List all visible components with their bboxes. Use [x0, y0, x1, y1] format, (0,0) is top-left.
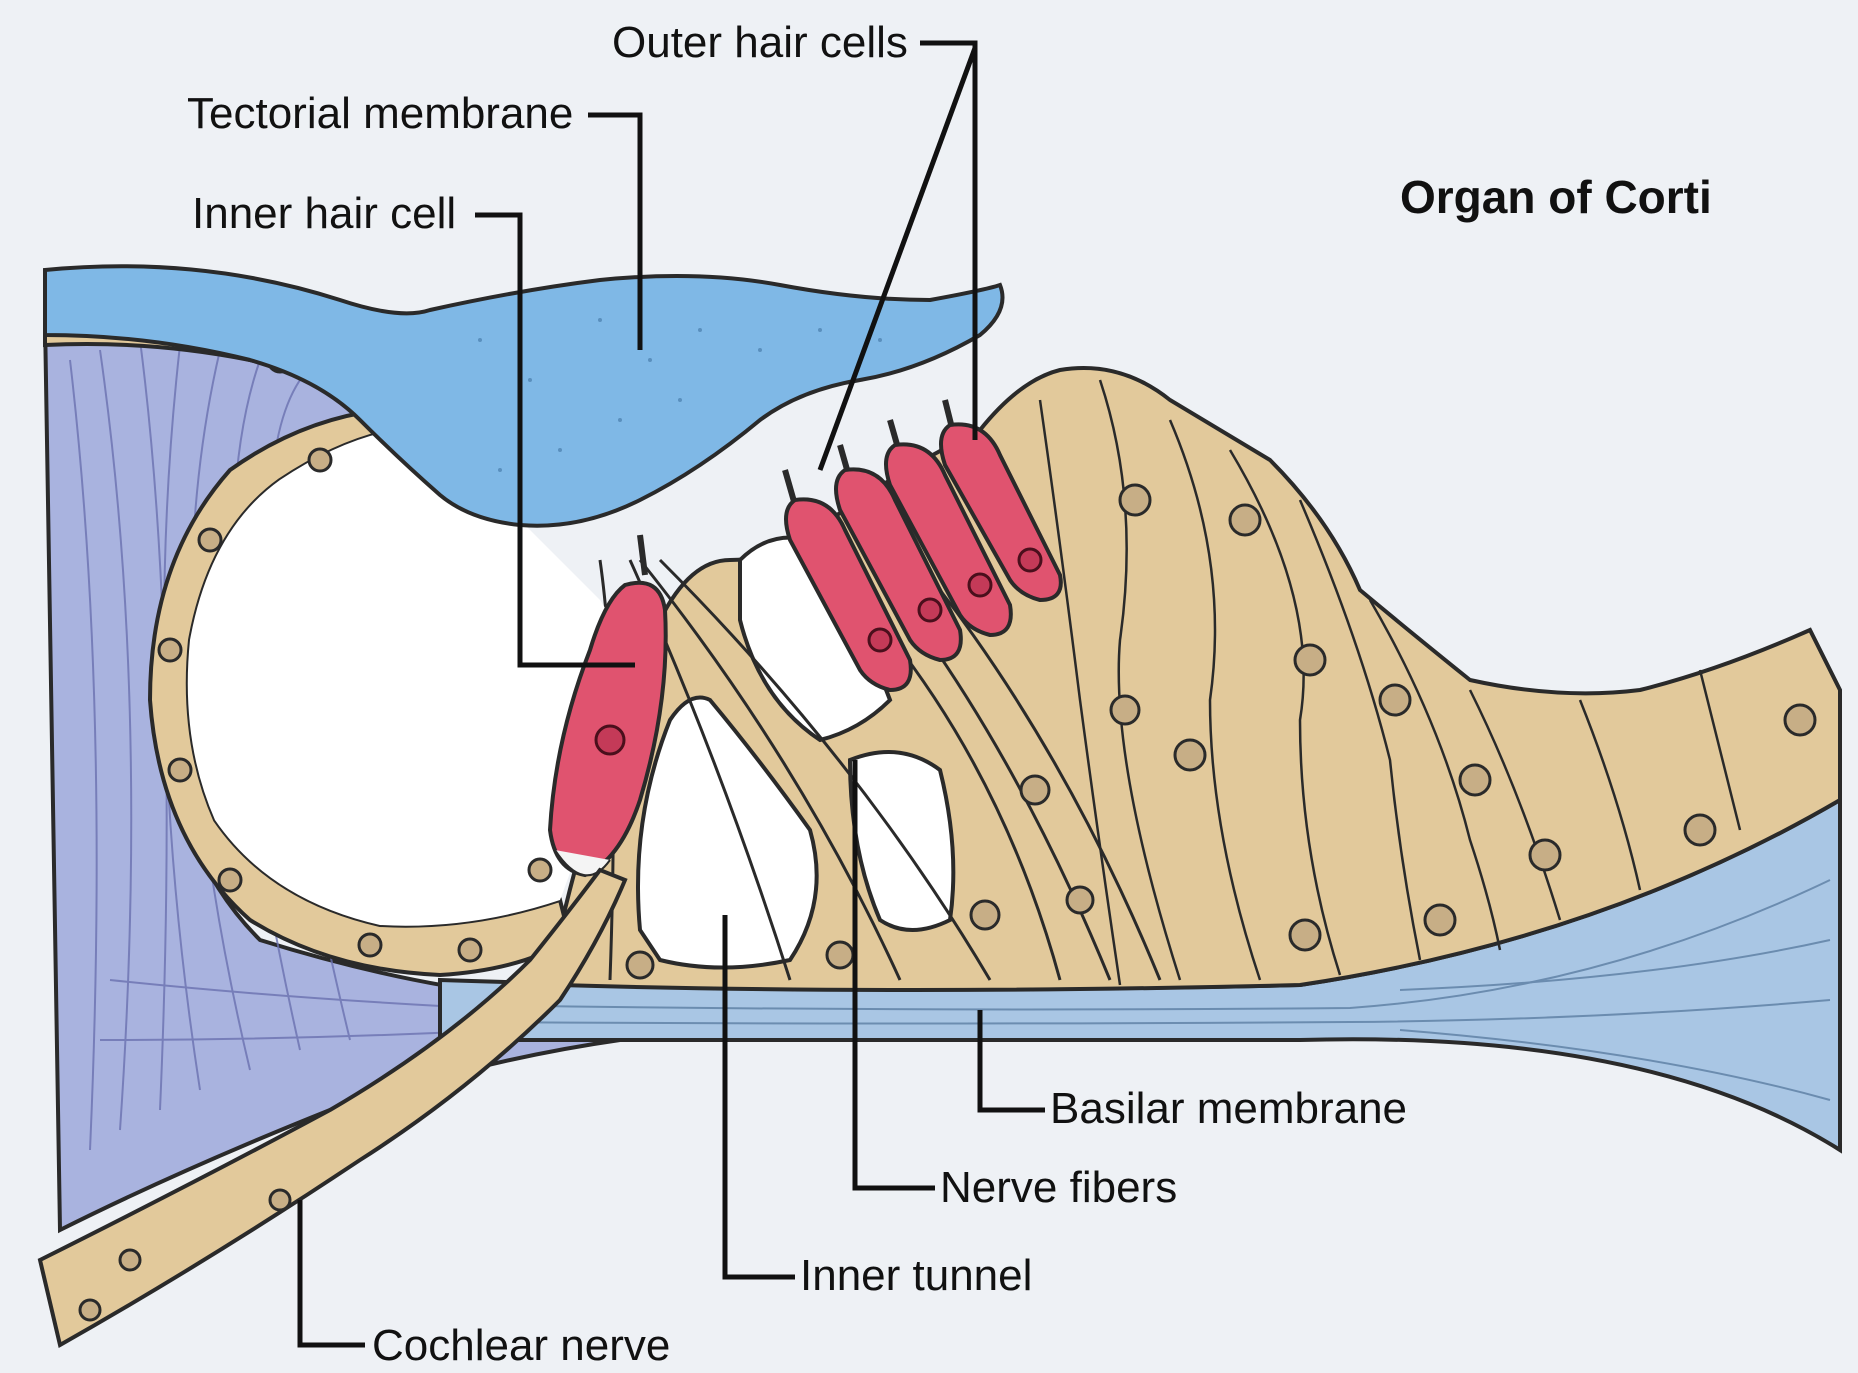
label-inner-tunnel: Inner tunnel	[800, 1251, 1032, 1300]
label-inner-hair-cell: Inner hair cell	[192, 189, 456, 238]
diagram-title: Organ of Corti	[1400, 171, 1712, 223]
label-outer-hair-cells: Outer hair cells	[612, 18, 908, 67]
leader-outer-hair-cells-2	[820, 48, 975, 470]
leader-cochlear-nerve	[300, 1200, 365, 1345]
label-cochlear-nerve: Cochlear nerve	[372, 1321, 670, 1370]
label-nerve-fibers: Nerve fibers	[940, 1163, 1177, 1212]
label-tectorial-membrane: Tectorial membrane	[187, 89, 573, 138]
label-basilar-membrane: Basilar membrane	[1050, 1084, 1407, 1133]
leader-outer-hair-cells	[920, 43, 975, 440]
